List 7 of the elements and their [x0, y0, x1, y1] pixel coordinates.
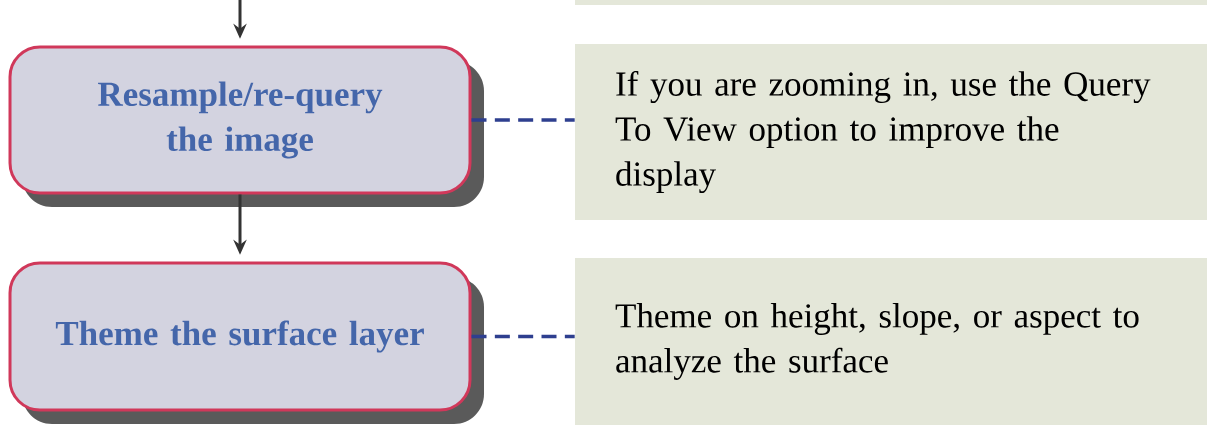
- connector-line: [471, 118, 575, 122]
- connector-line: [471, 334, 575, 339]
- note-box: [575, 0, 1207, 5]
- note-box: Theme on height, slope, or aspect to analyze the surface: [575, 258, 1207, 425]
- process-box: Theme the surface layer: [8, 261, 484, 424]
- note-box: If you are zooming in, use the Query To View option to improve the display: [575, 44, 1207, 220]
- process-box: Resample/re-query the image: [8, 45, 484, 207]
